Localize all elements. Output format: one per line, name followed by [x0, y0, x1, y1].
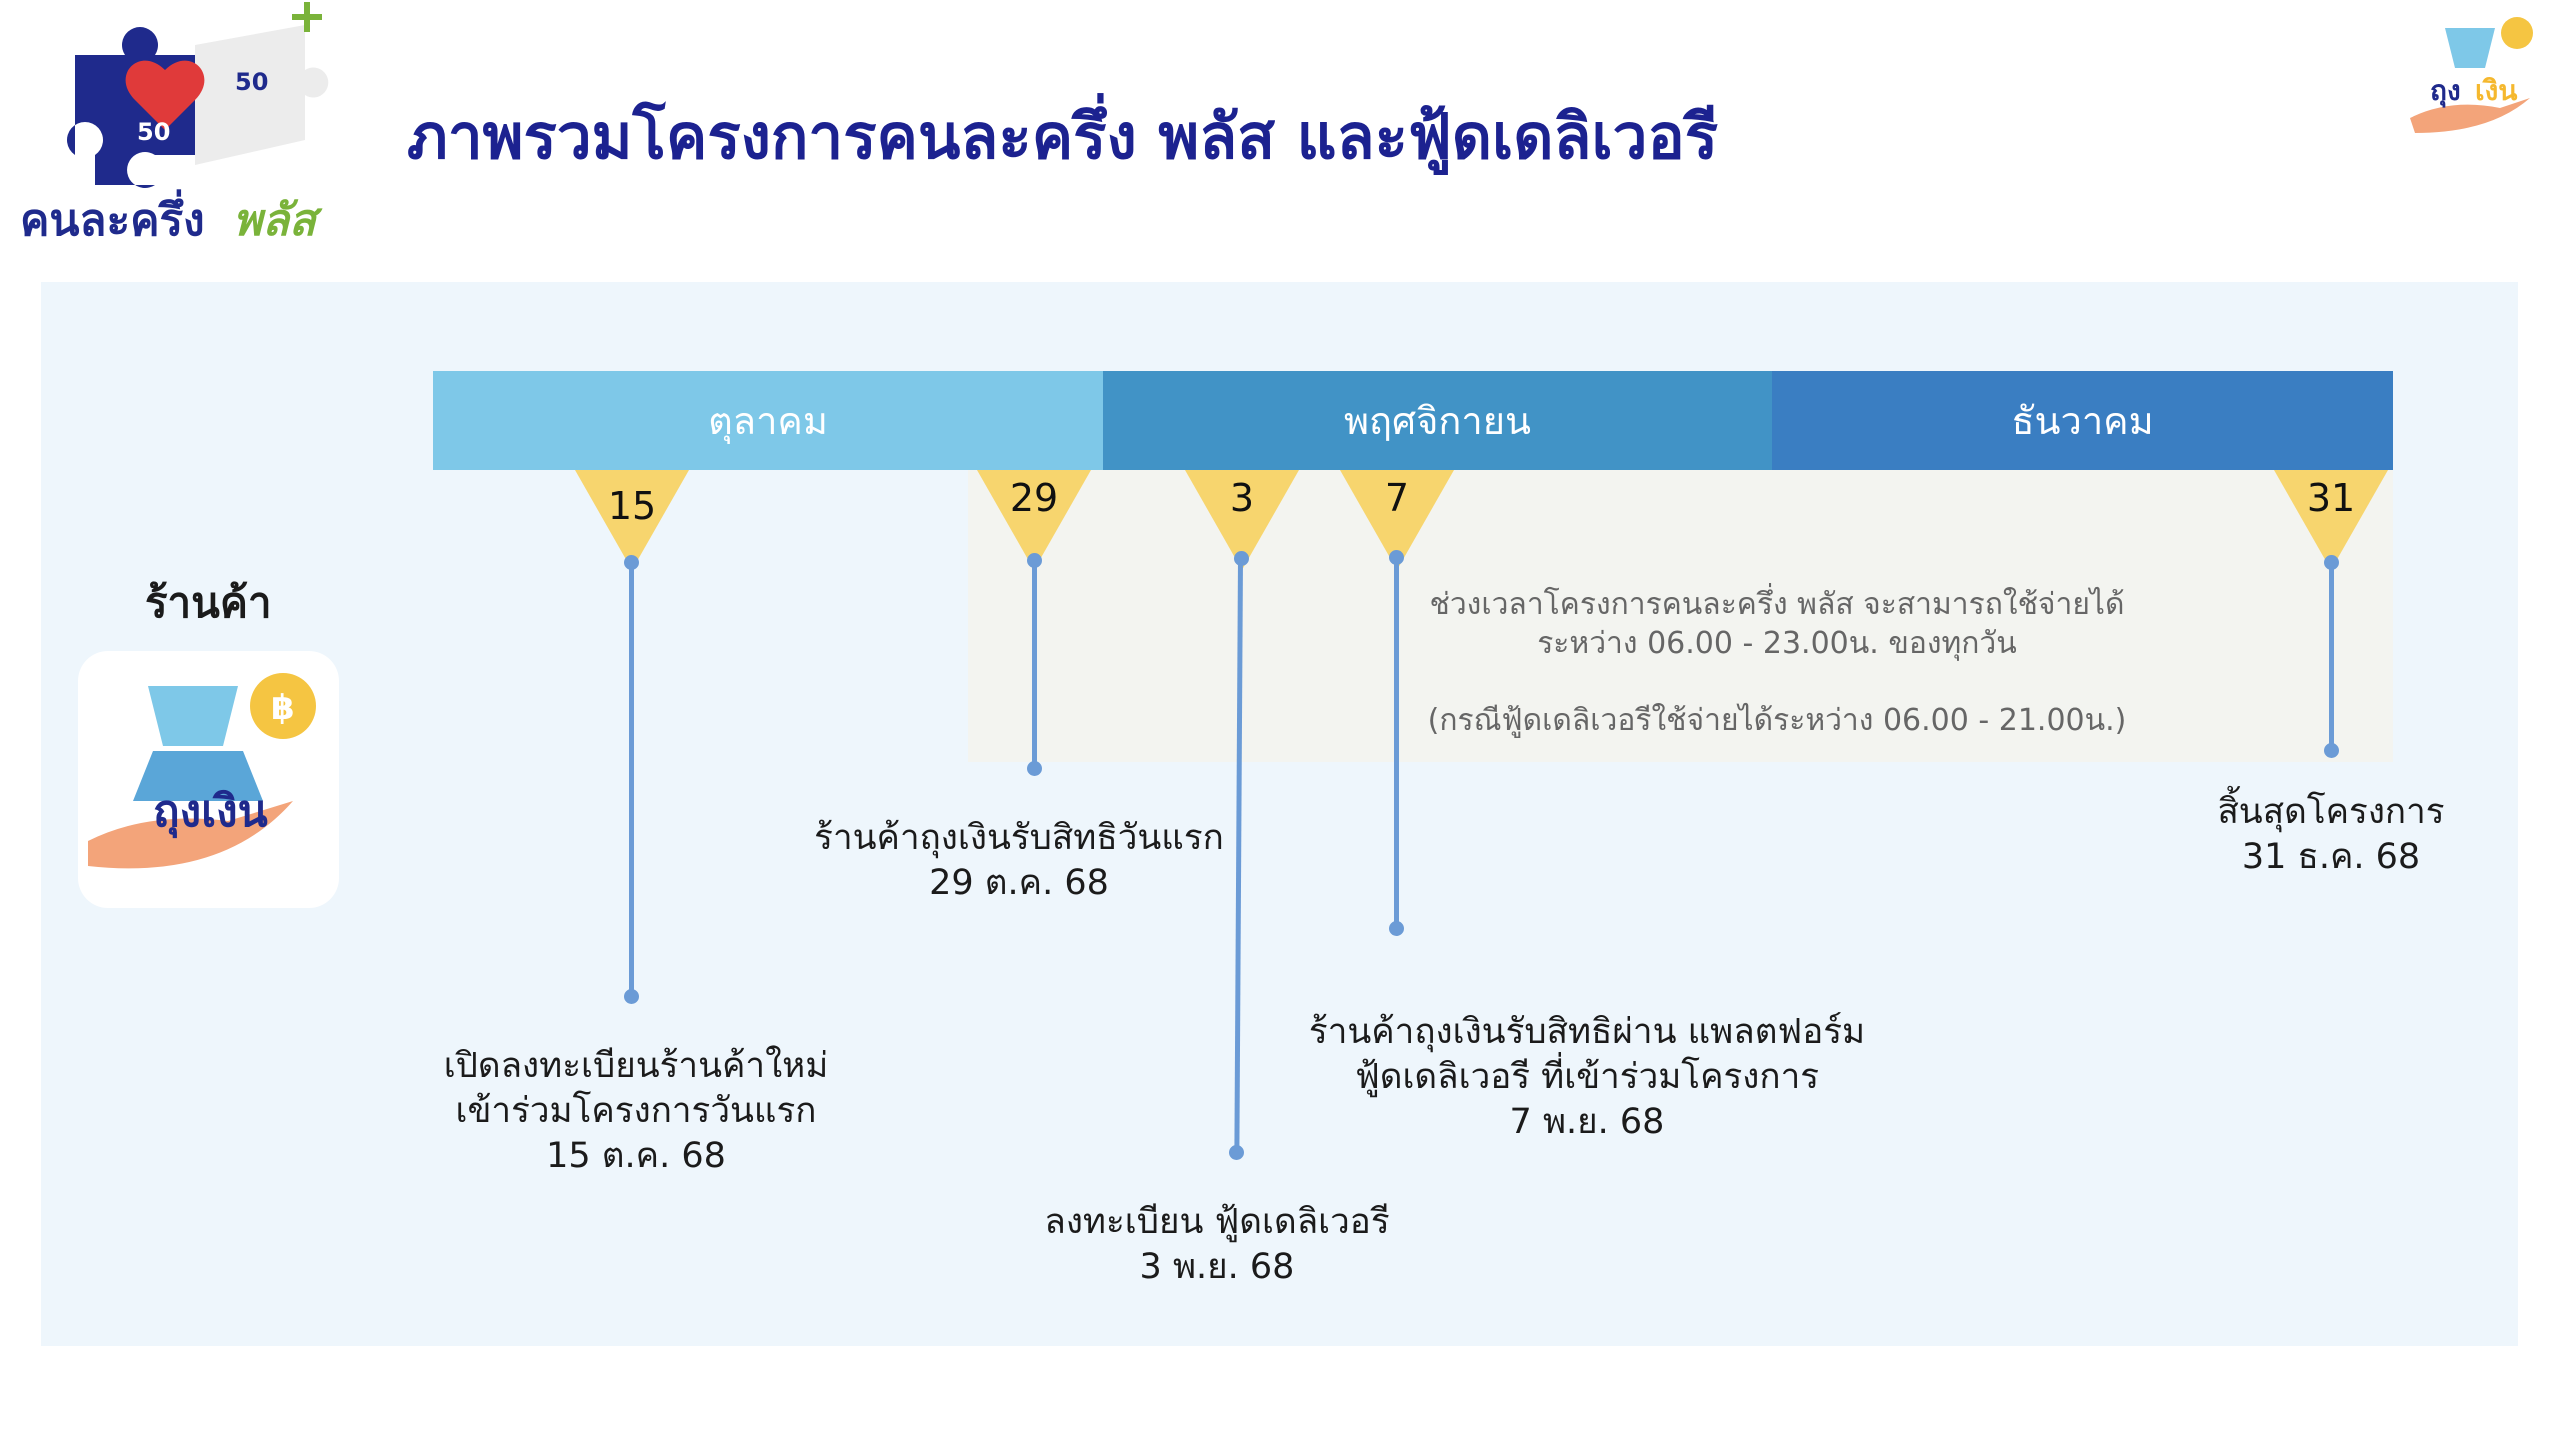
month-label: พฤศจิกายน [1343, 399, 1532, 443]
label-date: 7 พ.ย. 68 [1509, 1102, 1665, 1142]
dot [1234, 551, 1249, 566]
month-october: ตุลาคม [433, 371, 1103, 470]
label-date: 15 ต.ค. 68 [546, 1136, 726, 1176]
dot [1229, 1145, 1244, 1160]
label-line: สิ้นสุดโครงการ [2217, 792, 2445, 832]
dot [624, 555, 639, 570]
label-date: 29 ต.ค. 68 [929, 863, 1109, 903]
note-line: (กรณีฟู้ดเดลิเวอรีใช้จ่ายได้ระหว่าง 06.0… [1427, 703, 2127, 738]
dot [1389, 921, 1404, 936]
milestone-label-3: ลงทะเบียน ฟู้ดเดลิเวอรี 3 พ.ย. 68 [1044, 1200, 1389, 1290]
month-label: ธันวาคม [2011, 399, 2154, 443]
svg-text:พลัส: พลัส [233, 195, 323, 245]
month-december: ธันวาคม [1772, 371, 2393, 470]
dot [2324, 743, 2339, 758]
month-november: พฤศจิกายน [1103, 371, 1772, 470]
svg-text:฿: ฿ [271, 688, 295, 728]
app-logo-small: ถุง เงิน [2405, 8, 2539, 138]
dot [1389, 550, 1404, 565]
connector-15 [629, 562, 634, 996]
label-line: ร้านค้าถุงเงินรับสิทธิผ่าน แพลตฟอร์ม [1308, 1012, 1866, 1052]
day-29: 29 [1009, 476, 1059, 520]
label-line: ลงทะเบียน ฟู้ดเดลิเวอรี [1044, 1202, 1390, 1242]
svg-text:ถุง: ถุง [2430, 74, 2461, 108]
marker-15 [575, 470, 689, 570]
label-line: ร้านค้าถุงเงินรับสิทธิวันแรก [814, 818, 1224, 858]
program-logo: 50 50 คนละครึ่ง พลัส [15, 0, 375, 246]
connector-31 [2329, 562, 2334, 750]
dot [1027, 553, 1042, 568]
day-15: 15 [607, 484, 657, 528]
svg-text:50: 50 [235, 68, 268, 96]
day-7: 7 [1384, 476, 1410, 520]
note-line: ระหว่าง 06.00 - 23.00น. ของทุกวัน [1537, 626, 2017, 661]
month-label: ตุลาคม [708, 399, 828, 443]
milestone-label-29: ร้านค้าถุงเงินรับสิทธิวันแรก 29 ต.ค. 68 [814, 816, 1224, 906]
svg-text:คนละครึ่ง: คนละครึ่ง [20, 189, 205, 245]
dot [624, 989, 639, 1004]
milestone-label-15: เปิดลงทะเบียนร้านค้าใหม่ เข้าร่วมโครงการ… [444, 1044, 829, 1179]
svg-text:เงิน: เงิน [2475, 74, 2517, 107]
label-line: เปิดลงทะเบียนร้านค้าใหม่ [443, 1046, 829, 1086]
money-bag-icon: ถุง เงิน [2410, 17, 2533, 133]
money-bag-hand-icon: ฿ ถุงเงิน [88, 673, 316, 869]
connector-7 [1394, 557, 1399, 928]
marker-31 [2274, 470, 2388, 570]
shop-label: ร้านค้า [145, 578, 272, 627]
day-31: 31 [2306, 476, 2356, 520]
dot [2324, 555, 2339, 570]
milestone-label-31: สิ้นสุดโครงการ 31 ธ.ค. 68 [2217, 790, 2444, 880]
page-title: ภาพรวมโครงการคนละครึ่ง พลัส และฟู้ดเดลิเ… [407, 100, 1719, 173]
thungngoen-app-icon: ฿ ถุงเงิน [78, 651, 339, 908]
label-line: ฟู้ดเดลิเวอรี ที่เข้าร่วมโครงการ [1354, 1057, 1820, 1097]
label-date: 31 ธ.ค. 68 [2241, 837, 2421, 877]
svg-text:ถุงเงิน: ถุงเงิน [153, 786, 268, 839]
day-3: 3 [1229, 476, 1255, 520]
label-date: 3 พ.ย. 68 [1139, 1247, 1295, 1287]
svg-text:50: 50 [137, 118, 170, 146]
connector-29 [1032, 560, 1037, 768]
note-line: ช่วงเวลาโครงการคนละครึ่ง พลัส จะสามารถใช… [1429, 587, 2125, 622]
dot [1027, 761, 1042, 776]
milestone-label-7: ร้านค้าถุงเงินรับสิทธิผ่าน แพลตฟอร์ม ฟู้… [1309, 1010, 1865, 1145]
spending-hours-note: ช่วงเวลาโครงการคนละครึ่ง พลัส จะสามารถใช… [1428, 585, 2127, 740]
label-line: เข้าร่วมโครงการวันแรก [455, 1091, 817, 1131]
puzzle-heart-icon: 50 50 คนละครึ่ง พลัส [20, 2, 329, 246]
